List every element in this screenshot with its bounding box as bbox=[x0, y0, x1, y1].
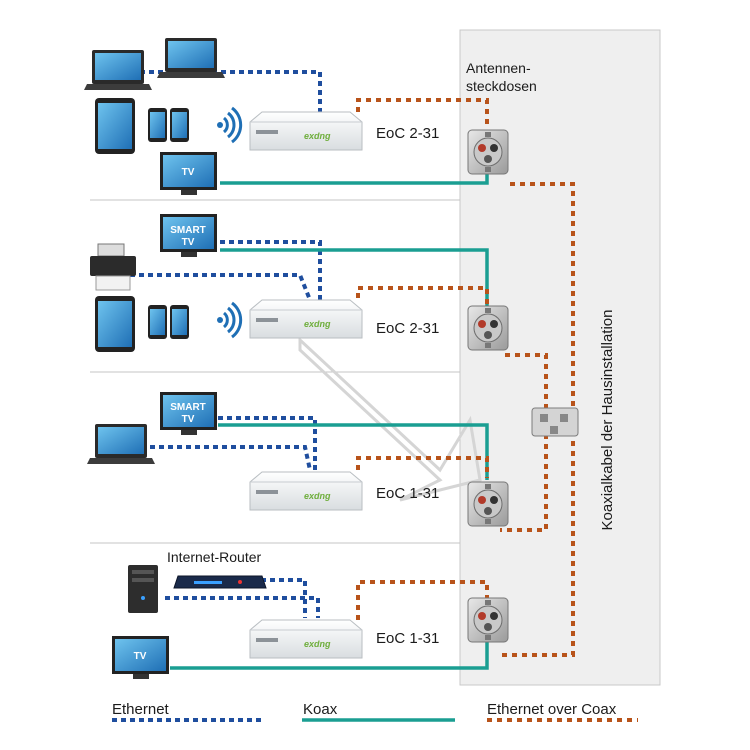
tv-icon: TV bbox=[112, 636, 169, 679]
tablet-icon bbox=[95, 296, 135, 352]
legend: Ethernet Koax Ethernet over Coax bbox=[112, 701, 638, 722]
laptop-icon bbox=[84, 50, 152, 90]
smart-tv-label: SMART bbox=[170, 402, 206, 413]
tv-icon: SMART TV bbox=[160, 392, 217, 435]
eoc-adapter: exdng bbox=[249, 299, 363, 339]
smartphone-icon bbox=[170, 108, 189, 142]
laptop-icon bbox=[157, 38, 225, 78]
smartphone-icon bbox=[148, 305, 167, 339]
antenna-socket-icon bbox=[467, 305, 509, 351]
wall-label-line1: Antennen- bbox=[466, 60, 531, 76]
tv-icon: TV bbox=[160, 152, 217, 195]
ethernet-lines bbox=[130, 70, 322, 618]
antenna-socket-icon bbox=[467, 481, 509, 527]
room-4: Internet-Router TV exdng EoC 1-31 bbox=[112, 549, 509, 679]
vertical-cable-label: Koaxialkabel der Hausinstallation bbox=[599, 310, 616, 531]
antenna-socket-icon bbox=[467, 129, 509, 175]
adapter-brand: exdng bbox=[304, 639, 331, 649]
wifi-icon bbox=[215, 301, 243, 339]
tv-icon: SMART TV bbox=[160, 214, 217, 257]
eoc-adapter: exdng bbox=[249, 619, 363, 659]
watermark-arrow bbox=[298, 336, 482, 502]
adapter-model-label: EoC 1-31 bbox=[376, 485, 439, 502]
router-icon bbox=[173, 575, 267, 589]
legend-coax-label: Koax bbox=[303, 701, 338, 718]
wall-label-line2: steckdosen bbox=[466, 78, 537, 94]
eoc-adapter: exdng bbox=[249, 111, 363, 151]
splitter-icon bbox=[531, 407, 579, 437]
tv-label: TV bbox=[134, 651, 147, 662]
smart-tv-label: SMART bbox=[170, 225, 206, 236]
eoc-adapter: exdng bbox=[249, 471, 363, 511]
room-2: SMART TV exdng EoC 2-31 bbox=[90, 214, 509, 352]
adapter-model-label: EoC 2-31 bbox=[376, 320, 439, 337]
pc-tower-icon bbox=[128, 565, 158, 613]
adapter-model-label: EoC 2-31 bbox=[376, 125, 439, 142]
adapter-brand: exdng bbox=[304, 131, 331, 141]
adapter-brand: exdng bbox=[304, 491, 331, 501]
wifi-icon bbox=[215, 106, 243, 144]
smart-tv-label: TV bbox=[182, 237, 195, 248]
room-1: TV exdng EoC 2-31 Antennen- steckdosen bbox=[84, 38, 537, 195]
laptop-icon bbox=[87, 424, 155, 464]
coax-lines bbox=[170, 162, 489, 670]
printer-icon bbox=[90, 243, 136, 291]
tv-label: TV bbox=[182, 167, 195, 178]
adapter-brand: exdng bbox=[304, 319, 331, 329]
smartphone-icon bbox=[148, 108, 167, 142]
legend-eoc-label: Ethernet over Coax bbox=[487, 701, 617, 718]
antenna-socket-icon bbox=[467, 597, 509, 643]
smart-tv-label: TV bbox=[182, 414, 195, 425]
legend-ethernet-label: Ethernet bbox=[112, 701, 170, 718]
router-label: Internet-Router bbox=[167, 549, 261, 565]
smartphone-icon bbox=[170, 305, 189, 339]
adapter-model-label: EoC 1-31 bbox=[376, 630, 439, 647]
eoc-lines bbox=[356, 98, 575, 657]
wall-panel bbox=[459, 29, 661, 686]
room-3: SMART TV exdng EoC 1-31 bbox=[87, 392, 509, 527]
tablet-icon bbox=[95, 98, 135, 154]
